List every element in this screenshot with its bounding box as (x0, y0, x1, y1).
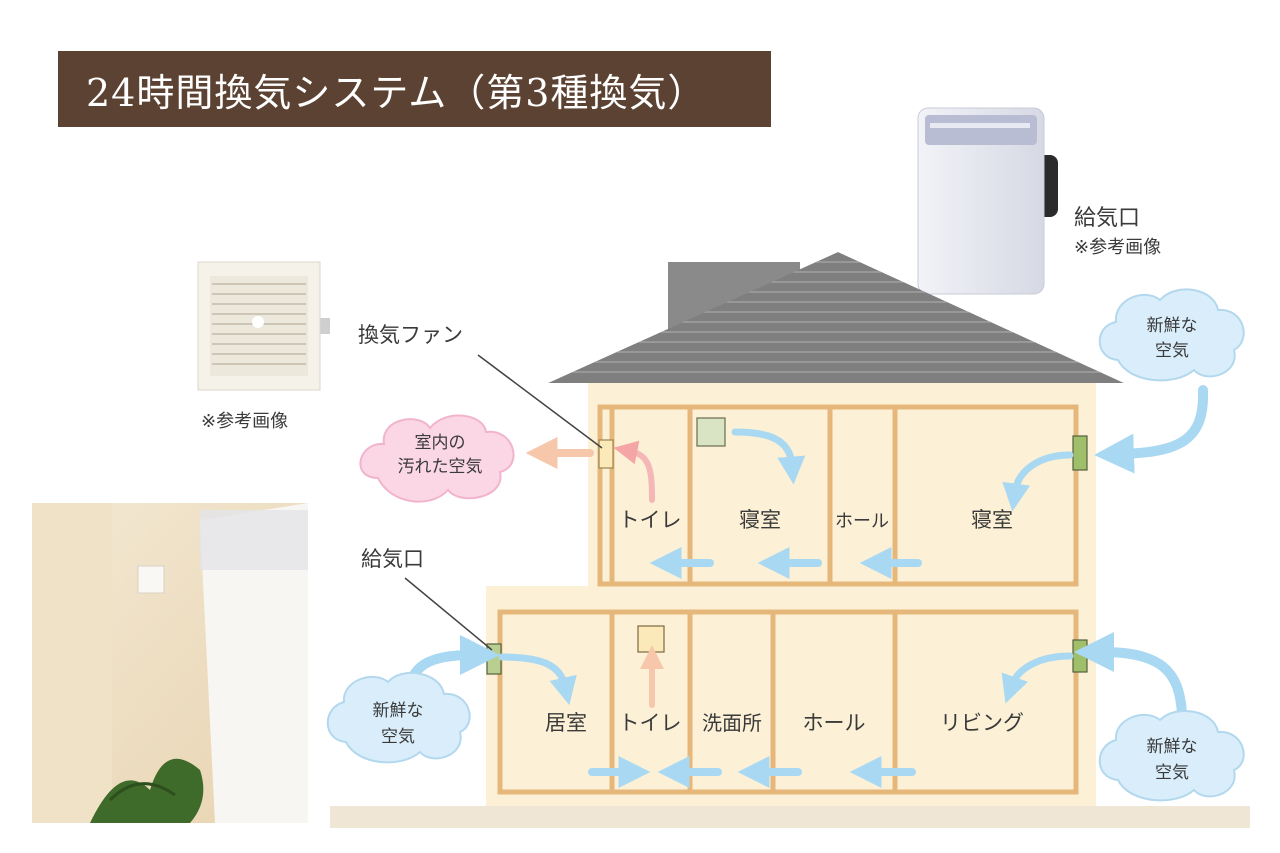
room-upper-bedroom-2: 寝室 (971, 508, 1013, 532)
airflow-arrows (403, 385, 1209, 788)
fresh-air-top-line1: 新鮮な (1147, 316, 1198, 336)
room-upper-bedroom-1: 寝室 (739, 508, 781, 532)
plant-leaves (90, 758, 204, 823)
fresh-air-right-line2: 空気 (1155, 763, 1189, 783)
intake-vent-1f-right (1072, 639, 1088, 673)
title-banner (58, 51, 771, 127)
intake-vent-2f (1072, 435, 1088, 471)
fresh-air-right-line1: 新鮮な (1147, 737, 1198, 757)
fresh-air-top-line2: 空気 (1155, 341, 1189, 361)
dirty-air-cloud (359, 414, 515, 503)
fresh-air-left-line2: 空気 (381, 727, 415, 747)
room-lower-toilet: トイレ (619, 711, 682, 735)
fresh-air-left-line1: 新鮮な (373, 701, 424, 721)
intake-vent-photo (137, 565, 165, 594)
fan-photo (197, 261, 330, 391)
room-lower-living: リビング (940, 711, 1024, 735)
exhaust-fan-toilet-1f (637, 625, 665, 653)
page-title: 24時間換気システム（第3種換気） (86, 71, 707, 115)
fan-photo-note: ※参考画像 (201, 411, 288, 432)
intake-unit-photo (917, 107, 1058, 295)
interior-photo (32, 503, 308, 823)
intake-callout-label: 給気口 (361, 547, 424, 571)
exhaust-fan-toilet-2f (598, 439, 614, 469)
room-upper-toilet: トイレ (619, 508, 682, 532)
room-upper-hall: ホール (835, 511, 889, 532)
room-lower-living-room: 居室 (545, 711, 587, 735)
room-lower-washroom: 洗面所 (702, 711, 762, 735)
room-lower-hall: ホール (803, 711, 866, 735)
fresh-air-cloud-right (1098, 709, 1245, 802)
fresh-air-cloud-top (1098, 288, 1245, 382)
fan-callout-label: 換気ファン (358, 323, 463, 347)
fresh-air-cloud-left (326, 671, 471, 764)
dirty-air-line2: 汚れた空気 (398, 457, 483, 477)
ceiling-vent-bedroom (696, 417, 726, 447)
intake-photo-label: 給気口 (1074, 206, 1140, 231)
dirty-air-line1: 室内の (415, 433, 466, 453)
ground (330, 806, 1250, 828)
intake-callout-line (404, 577, 493, 651)
intake-photo-note: ※参考画像 (1074, 237, 1161, 258)
fan-callout-line (477, 354, 603, 449)
